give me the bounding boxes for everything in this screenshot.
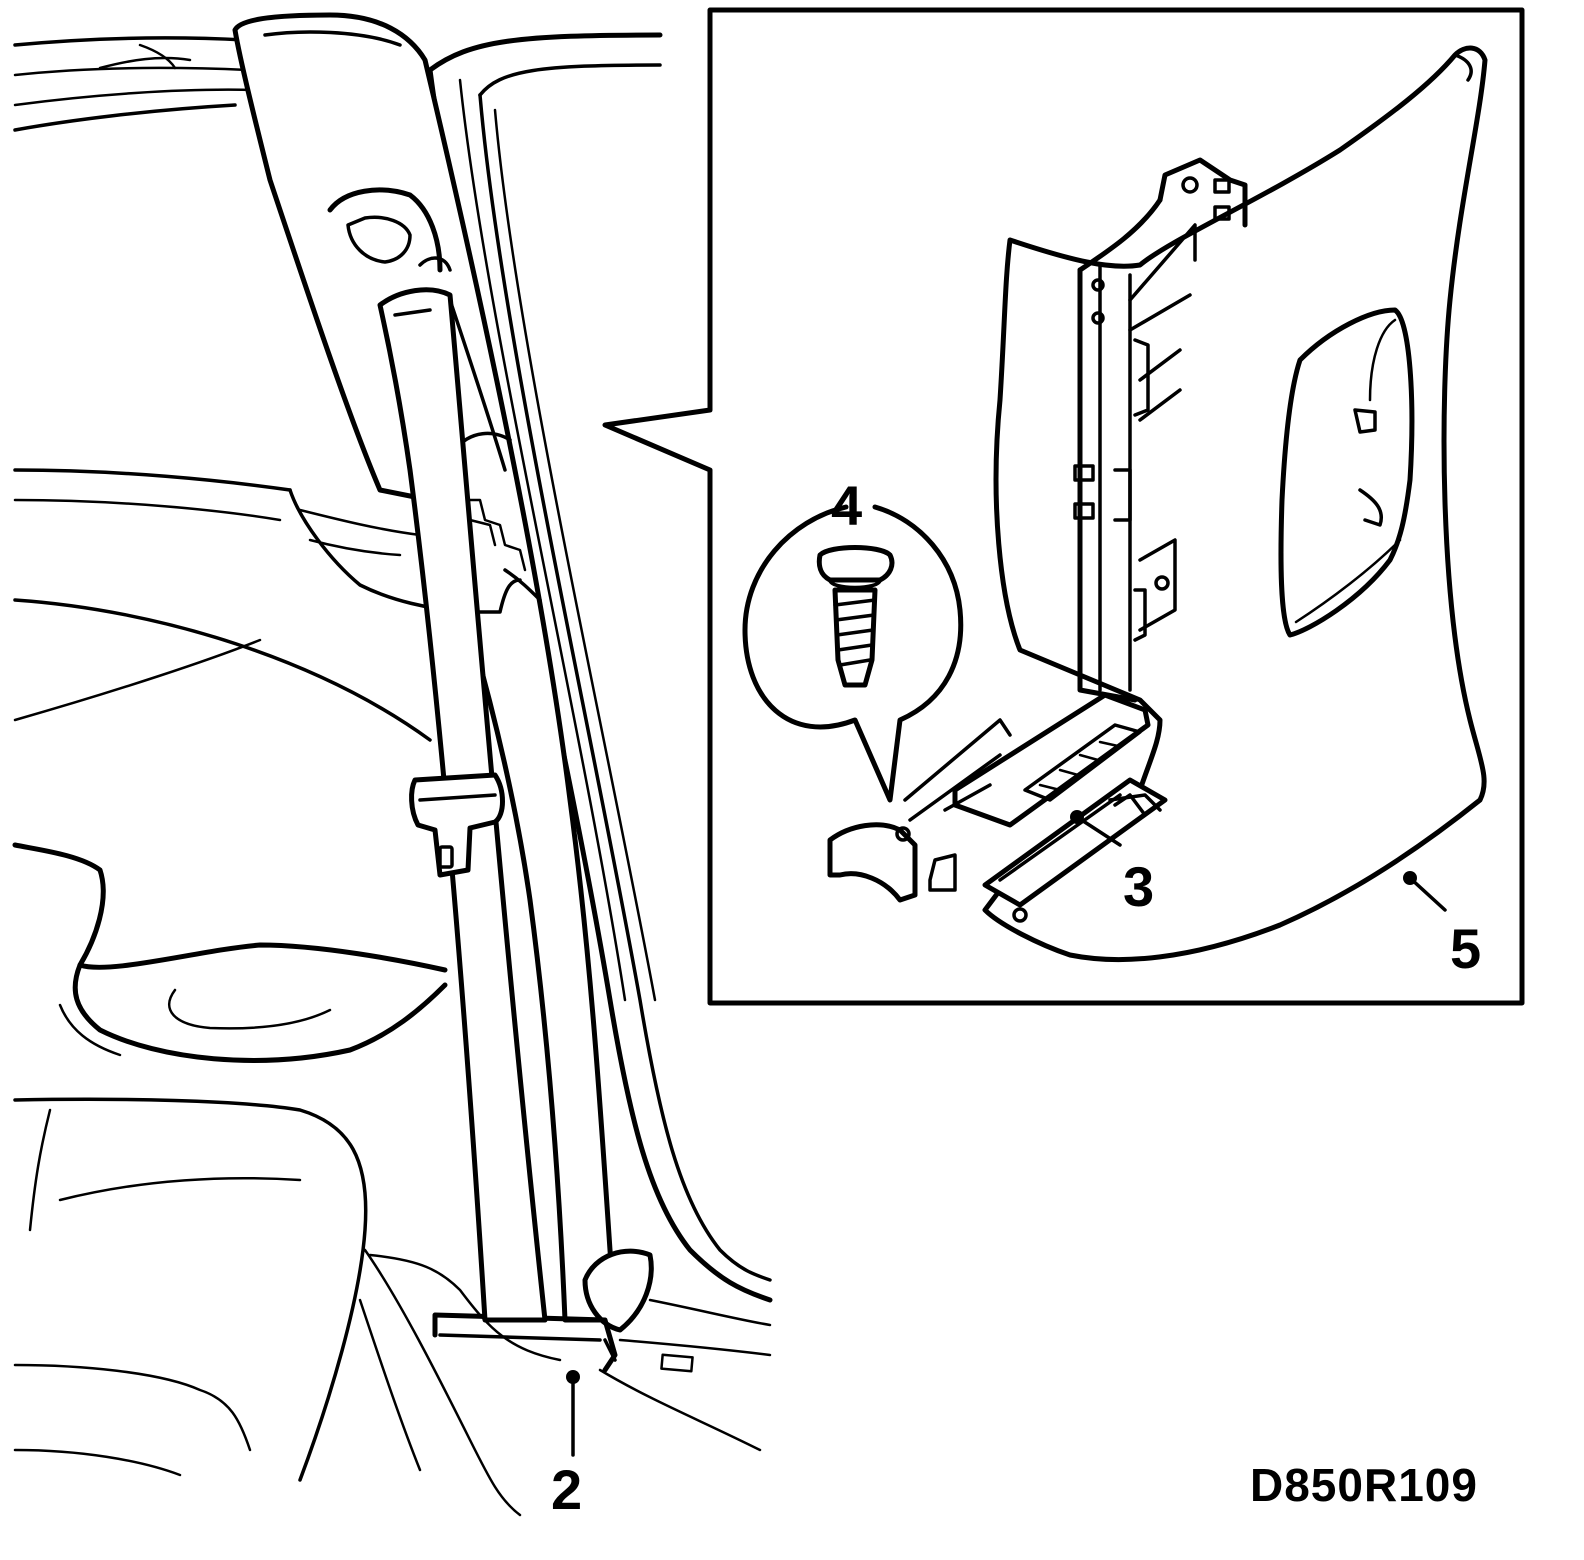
panel-bracket — [1073, 157, 1248, 703]
callout-2: 2 — [551, 1458, 583, 1521]
screw-icon — [816, 545, 895, 688]
callout-4: 4 — [831, 474, 863, 537]
callout-5: 5 — [1450, 917, 1482, 980]
screw-callout-bubble — [742, 504, 964, 803]
leader-2 — [566, 1370, 580, 1457]
leader-5 — [1403, 871, 1447, 912]
b-pillar-trim-icon — [232, 12, 654, 1373]
lower-trim-panel-icon — [982, 45, 1488, 963]
detail-inset — [602, 7, 1525, 1006]
leader-3 — [1070, 810, 1122, 847]
callout-3: 3 — [1123, 855, 1155, 918]
clip-assembly — [827, 692, 1168, 923]
seat-belt-icon — [377, 287, 548, 1323]
vehicle-interior-view — [12, 32, 773, 1517]
figure-code: D850R109 — [1250, 1459, 1478, 1511]
